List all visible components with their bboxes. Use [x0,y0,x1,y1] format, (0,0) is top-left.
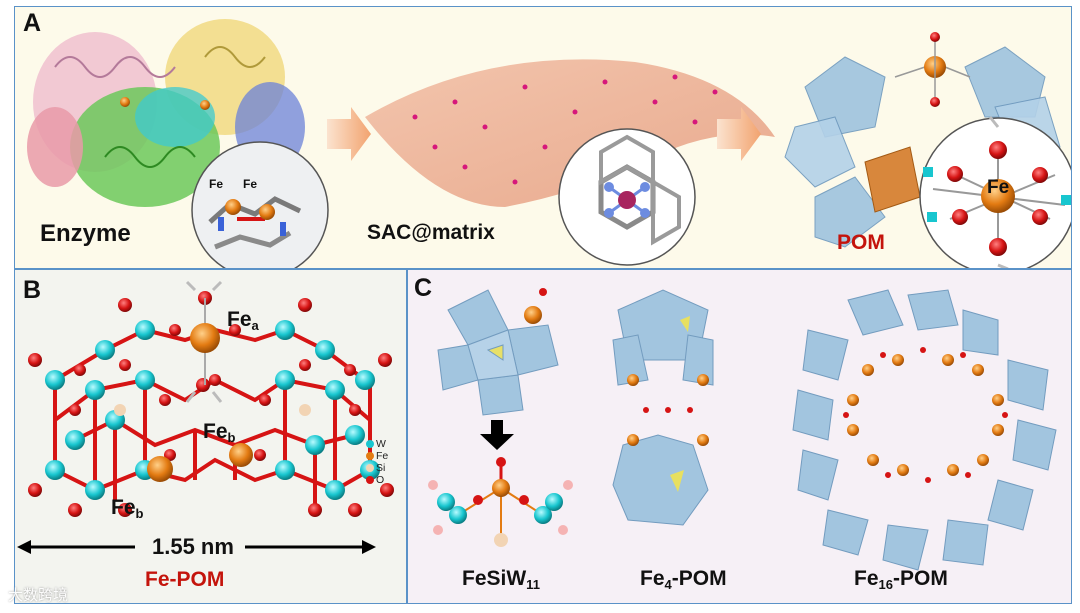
legend-item-fe: Fe [366,450,388,462]
scale-label: 1.55 nm [152,534,234,560]
legend-item-w: W [366,438,388,450]
fe-pom-caption: Fe-POM [145,568,224,592]
enzyme-fe-label-1: Fe [209,177,223,191]
panel-c: C FeSiW11 Fe4-POM Fe16-POM [407,269,1072,604]
fe-b-label-lower: Feb [111,496,143,521]
fe4-pom-structure [613,290,713,525]
legend-item-o: O [366,474,388,486]
panel-b-letter: B [23,276,41,305]
sac-matrix-label: SAC@matrix [367,221,495,245]
fe-a-label: Fea [227,308,259,333]
enzyme-fe-label-2: Fe [243,177,257,191]
fesiw11-polyhedral [438,290,558,415]
fe-b-label-upper: Feb [203,420,235,445]
fe16-pom-ring [793,290,1056,570]
panel-c-letter: C [414,274,432,303]
arrow-1 [327,107,371,161]
panel-b: B Fea Feb Feb 1.55 nm Fe-POM [14,269,407,604]
enzyme-label: Enzyme [40,220,131,248]
panel-a-letter: A [23,9,41,38]
down-arrow [480,420,514,450]
enzyme-active-site-inset [192,142,328,269]
panel-a: A Enzyme Fe Fe SAC@matrix POM Fe [14,6,1072,269]
legend-item-si: Si [366,462,388,474]
panel-a-graphics [15,7,1072,269]
panel-c-graphics [408,270,1072,604]
watermark: 大数跨境 [8,584,68,605]
pom-label: POM [837,231,885,255]
fesiw11-label: FeSiW11 [462,567,540,592]
fe4-pom-label: Fe4-POM [640,567,727,592]
sac-inset [559,129,695,265]
fesiw11-ball-stick [428,457,573,547]
element-legend: W Fe Si O [366,438,388,486]
fe16-pom-label: Fe16-POM [854,567,948,592]
pom-fe-label: Fe [987,177,1009,199]
